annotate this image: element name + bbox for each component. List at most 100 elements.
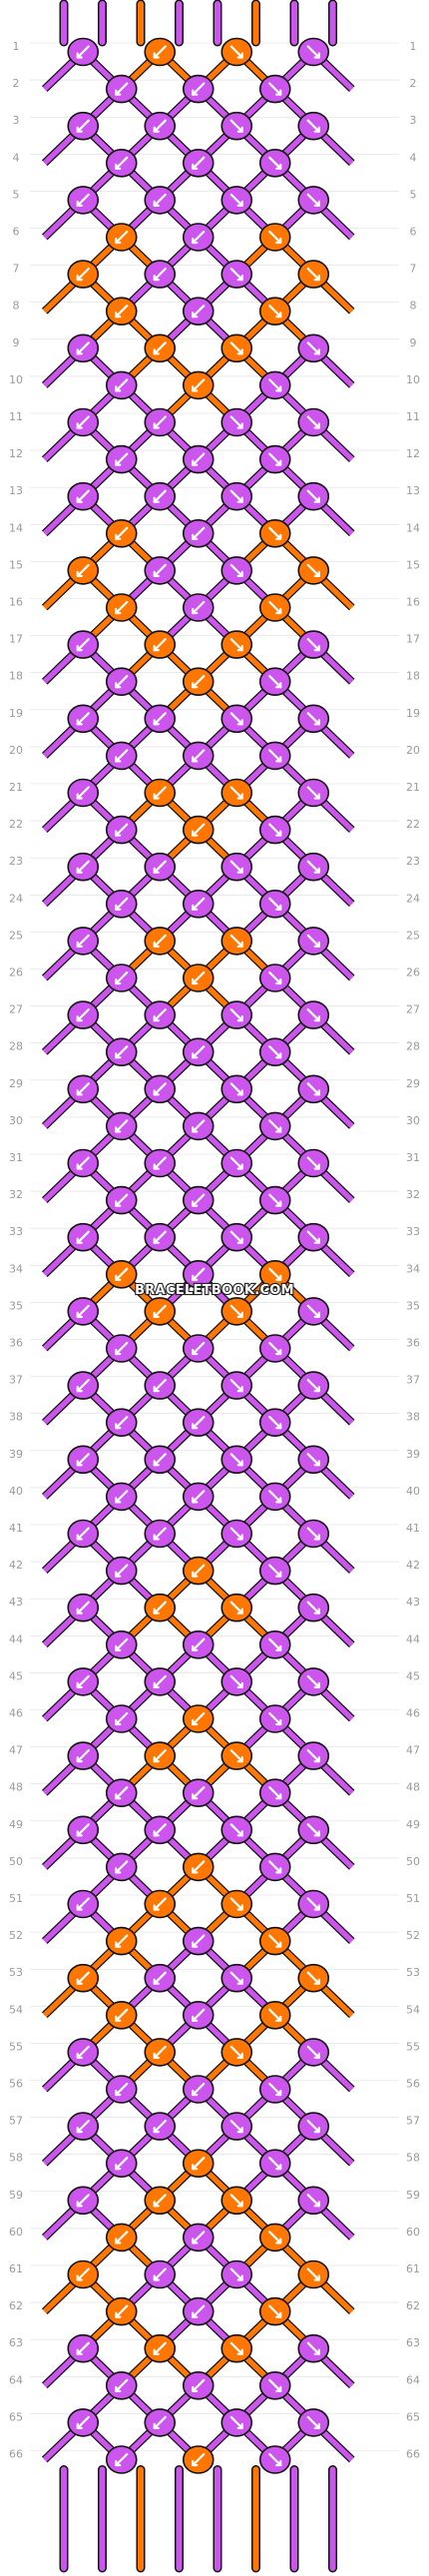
arrow-down-left-icon [115, 156, 129, 170]
arrow-down-right-icon [229, 1082, 243, 1096]
row-number-left: 13 [9, 484, 23, 497]
arrow-head-icon [236, 126, 243, 133]
knot [220, 1593, 253, 1622]
knot [67, 1519, 100, 1549]
arrow-head-icon [76, 2274, 83, 2281]
knot [144, 927, 177, 956]
arrow-head-icon [115, 459, 122, 466]
arrow-head-icon [313, 1755, 320, 1763]
knot [182, 1482, 214, 1512]
arrow-down-left-icon [153, 193, 167, 207]
arrow-down-right-icon [306, 268, 320, 282]
arrow-head-icon [115, 1274, 122, 1281]
arrow-down-left-icon [192, 1711, 206, 1726]
arrow-head-icon [76, 1755, 83, 1763]
knot [220, 1000, 253, 1029]
knot [105, 1852, 138, 1882]
arrow-head-icon [313, 275, 320, 282]
arrow-head-icon [236, 1311, 243, 1319]
arrow-down-right-icon [268, 2378, 282, 2392]
arrow-down-left-icon [115, 970, 129, 985]
knot [220, 1445, 253, 1475]
knot [297, 2408, 330, 2437]
arrow-down-right-icon [306, 2194, 320, 2208]
arrow-head-icon [76, 1385, 83, 1393]
knot [220, 1963, 253, 1993]
arrow-down-right-icon [229, 1007, 243, 1022]
knot [105, 2149, 138, 2178]
arrow-head-icon [236, 1755, 243, 1763]
knot [105, 297, 138, 326]
arrow-down-right-icon [306, 2341, 320, 2355]
knot [144, 2259, 177, 2289]
row-number-right: 14 [406, 521, 420, 534]
arrow-head-icon [153, 2201, 160, 2208]
arrow-down-left-icon [153, 1823, 167, 1837]
arrow-head-icon [275, 385, 282, 392]
arrow-head-icon [313, 348, 320, 355]
arrow-down-left-icon [192, 526, 206, 540]
arrow-head-icon [76, 126, 83, 133]
arrow-down-left-icon [192, 1786, 206, 1800]
arrow-head-icon [153, 941, 160, 949]
knot [105, 1482, 138, 1512]
arrow-head-icon [192, 1274, 199, 1281]
row-number-right: 4 [410, 151, 417, 164]
knot [105, 2001, 138, 2030]
arrow-head-icon [313, 941, 320, 949]
arrow-head-icon [275, 2311, 282, 2318]
row-number-left: 46 [9, 1707, 23, 1720]
knot [297, 1074, 330, 1104]
row-number-right: 5 [410, 188, 417, 201]
arrow-head-icon [236, 1681, 243, 1689]
arrow-head-icon [275, 1497, 282, 1504]
arrow-down-left-icon [153, 1453, 167, 1467]
knot [220, 2408, 253, 2437]
arrow-down-right-icon [268, 1119, 282, 1133]
knot [220, 260, 253, 289]
knot [67, 927, 100, 956]
arrow-down-left-icon [115, 600, 129, 615]
arrow-down-left-icon [115, 1786, 129, 1800]
arrow-down-left-icon [192, 2157, 206, 2171]
row-number-left: 10 [9, 373, 23, 386]
knot [67, 1371, 100, 1400]
arrow-head-icon [115, 1718, 122, 1726]
arrow-down-right-icon [306, 119, 320, 133]
knot [67, 111, 100, 141]
arrow-down-left-icon [153, 1971, 167, 1985]
arrow-down-left-icon [153, 119, 167, 133]
arrow-head-icon [236, 1904, 243, 1911]
arrow-head-icon [76, 1904, 83, 1911]
arrow-head-icon [192, 89, 199, 96]
arrow-down-right-icon [229, 1601, 243, 1614]
knot [105, 593, 138, 622]
row-number-right: 30 [406, 1114, 420, 1127]
arrow-head-icon [275, 607, 282, 615]
row-number-right: 47 [406, 1744, 420, 1757]
knot [182, 1334, 214, 1363]
knot [258, 1185, 291, 1215]
row-number-right: 3 [410, 114, 417, 127]
arrow-head-icon [313, 422, 320, 429]
knot [182, 1111, 214, 1141]
arrow-down-left-icon [192, 823, 206, 837]
arrow-down-right-icon [306, 1748, 320, 1763]
arrow-head-icon [313, 793, 320, 800]
knot [105, 2296, 138, 2326]
arrow-head-icon [76, 2422, 83, 2429]
row-number-left: 52 [9, 1929, 23, 1942]
knot [182, 223, 214, 252]
arrow-down-right-icon [268, 1267, 282, 1281]
arrow-head-icon [236, 348, 243, 355]
knot [297, 852, 330, 882]
row-number-right: 59 [406, 2189, 420, 2202]
arrow-down-left-icon [76, 489, 90, 503]
arrow-down-right-icon [268, 1786, 282, 1800]
arrow-down-right-icon [306, 45, 320, 59]
arrow-head-icon [153, 1460, 160, 1467]
arrow-down-left-icon [76, 1748, 90, 1763]
knot [105, 1185, 138, 1215]
arrow-head-icon [275, 312, 282, 319]
arrow-head-icon [313, 644, 320, 652]
